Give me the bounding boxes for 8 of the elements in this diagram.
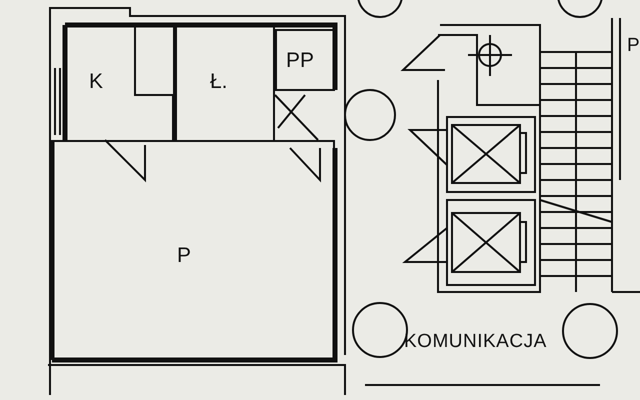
- room-label: P: [177, 245, 192, 266]
- room: [175, 25, 275, 142]
- room-label: K: [89, 71, 104, 92]
- room-label: Ł.: [210, 71, 228, 92]
- room-label: P: [627, 36, 640, 55]
- room: [275, 29, 335, 91]
- area-label: KOMUNIKACJA: [404, 332, 547, 351]
- room-label: PP: [286, 50, 314, 71]
